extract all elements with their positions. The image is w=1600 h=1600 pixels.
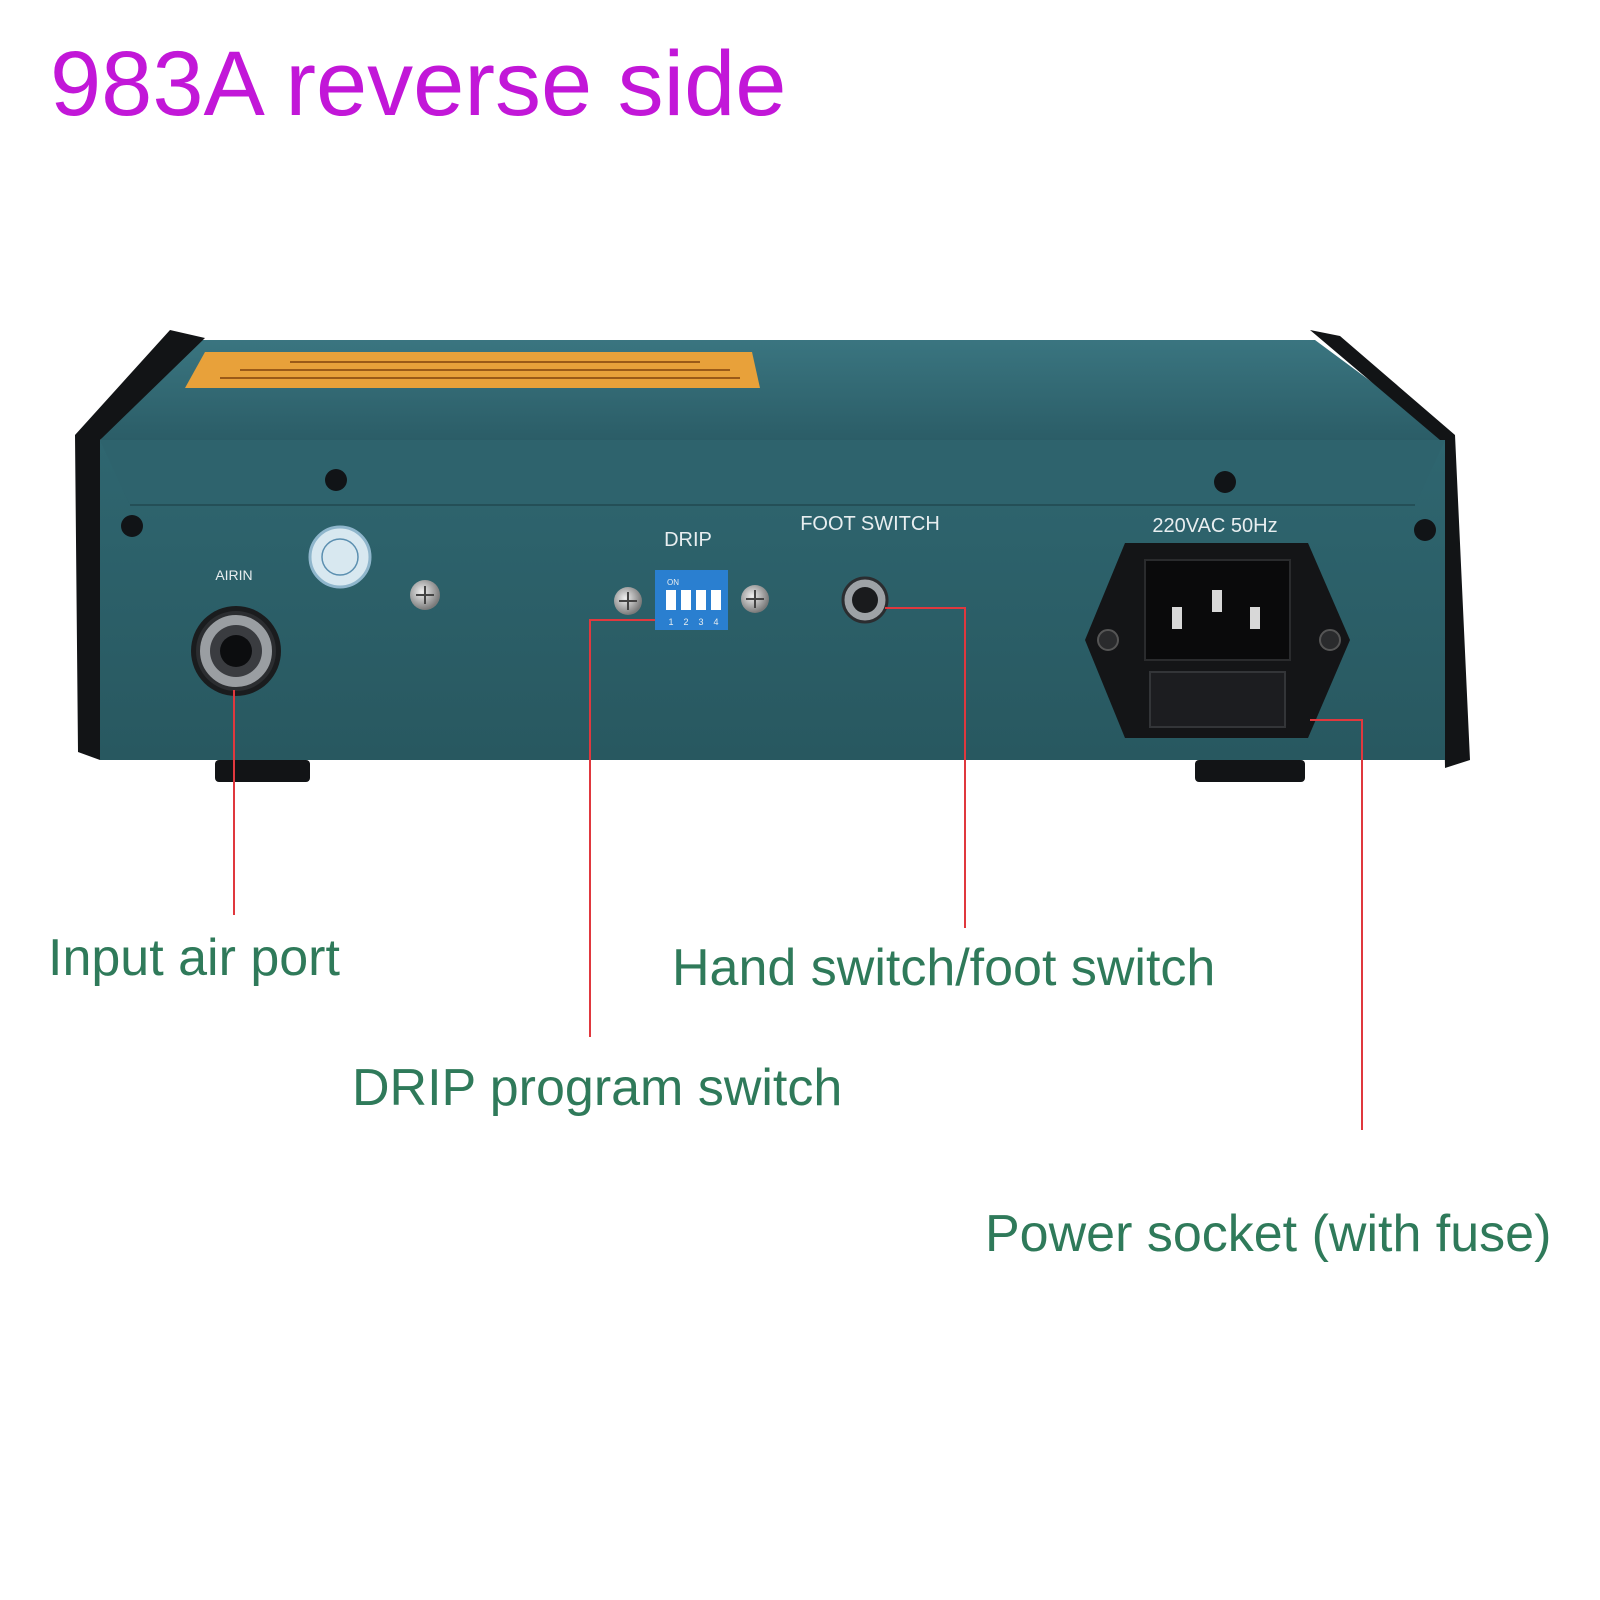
dip-number-1: 1 xyxy=(668,617,673,627)
left-end-cap xyxy=(75,330,205,760)
dip-on-label: ON xyxy=(667,578,679,587)
panel-screws xyxy=(121,469,1436,541)
drip-dip-switch[interactable]: ON 1 2 3 4 xyxy=(655,570,728,630)
callout-power-socket: Power socket (with fuse) xyxy=(985,1205,1552,1263)
certification-sticker xyxy=(308,525,372,589)
air-inlet-port[interactable] xyxy=(191,606,281,696)
power-rating-label: 220VAC 50Hz xyxy=(1152,515,1277,537)
drip-label: DRIP xyxy=(664,529,712,551)
callout-input-air-port: Input air port xyxy=(48,929,340,987)
leader-line-drip xyxy=(589,619,655,1037)
silver-screw xyxy=(741,585,769,613)
air-inlet-label: AIRIN xyxy=(215,567,252,583)
silver-screw xyxy=(410,580,440,610)
dip-number-3: 3 xyxy=(698,617,703,627)
leader-lines xyxy=(233,607,1363,1130)
left-foot xyxy=(215,760,310,782)
silver-screw xyxy=(614,587,642,615)
callout-hand-foot-switch: Hand switch/foot switch xyxy=(672,939,1216,997)
warning-sticker-text-lines xyxy=(220,361,740,379)
callout-drip-program-switch: DRIP program switch xyxy=(352,1059,843,1117)
foot-switch-label: FOOT SWITCH xyxy=(800,513,940,535)
right-end-cap xyxy=(1310,330,1470,768)
page-title: 983A reverse side xyxy=(50,33,787,135)
dip-number-4: 4 xyxy=(713,617,718,627)
leader-line-power xyxy=(1310,719,1363,1130)
dip-number-2: 2 xyxy=(683,617,688,627)
foot-switch-jack[interactable] xyxy=(841,576,889,624)
leader-line-foot xyxy=(885,607,966,928)
right-foot xyxy=(1195,760,1305,782)
face-bevel xyxy=(100,440,1445,505)
power-socket[interactable] xyxy=(1085,543,1350,738)
